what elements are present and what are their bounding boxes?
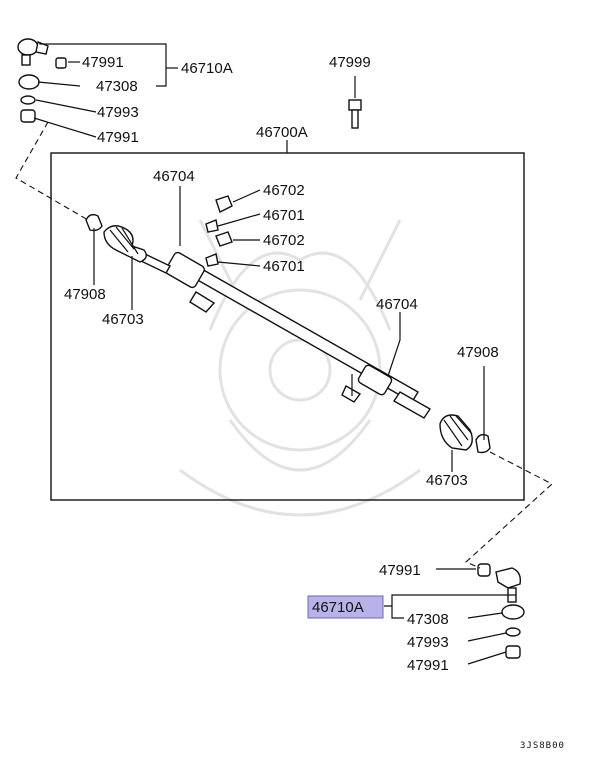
washer-bottom-right-47308[interactable]	[501, 604, 525, 620]
nut-top-left-47991[interactable]	[55, 57, 67, 69]
washer-bottom-right-47993[interactable]	[505, 627, 521, 637]
label-46700a[interactable]: 46700A	[256, 124, 308, 141]
dash-left	[15, 121, 89, 221]
label-47991-bottom-right[interactable]: 47991	[379, 562, 421, 579]
leader-lines	[33, 42, 516, 665]
tie-rod-end-top-left[interactable]	[17, 38, 49, 66]
label-46704-right[interactable]: 46704	[376, 296, 418, 313]
boot-right-46703[interactable]	[439, 414, 473, 451]
label-46710a-bottom[interactable]: 46710A	[312, 599, 364, 616]
label-46703-right[interactable]: 46703	[426, 472, 468, 489]
rack-housing[interactable]	[140, 251, 431, 419]
label-47908-right[interactable]: 47908	[457, 344, 499, 361]
washer-top-left-47308[interactable]	[18, 74, 40, 90]
label-47991-top-left[interactable]: 47991	[82, 54, 124, 71]
tie-rod-end-bottom-right[interactable]	[495, 567, 522, 603]
label-47993-bottom-right[interactable]: 47993	[407, 634, 449, 651]
label-47991-top-left-2[interactable]: 47991	[97, 129, 139, 146]
nut-top-left2-47991[interactable]	[20, 109, 36, 123]
label-47993-top-left[interactable]: 47993	[97, 104, 139, 121]
watermark-emblem	[179, 219, 421, 517]
label-46702-a[interactable]: 46702	[263, 182, 305, 199]
fitting-46702-a[interactable]	[215, 195, 233, 213]
dash-right	[464, 451, 553, 569]
label-47999[interactable]: 47999	[329, 54, 371, 71]
washer-top-left-47993[interactable]	[20, 95, 36, 105]
label-46702-b[interactable]: 46702	[263, 232, 305, 249]
label-47991-bottom-right-2[interactable]: 47991	[407, 657, 449, 674]
fitting-46701-a[interactable]	[205, 219, 219, 233]
clamp-left-47908[interactable]	[85, 213, 103, 232]
clamp-right-47908[interactable]	[475, 433, 491, 454]
label-47308-bottom-right[interactable]: 47308	[407, 611, 449, 628]
nut-bottom-right-47991[interactable]	[477, 563, 491, 577]
fitting-46702-b[interactable]	[215, 231, 233, 247]
fitting-46701-b[interactable]	[205, 253, 219, 267]
highlight-46710a	[307, 595, 384, 619]
label-47908-left[interactable]: 47908	[64, 286, 106, 303]
bolt-47999[interactable]	[348, 99, 362, 129]
label-46703-left[interactable]: 46703	[102, 311, 144, 328]
label-46701-b[interactable]: 46701	[263, 258, 305, 275]
nut-bottom-right2-47991[interactable]	[505, 645, 521, 659]
label-47308-top-left[interactable]: 47308	[96, 78, 138, 95]
diagram-code: 3JS8B00	[520, 741, 565, 751]
label-46701-a[interactable]: 46701	[263, 207, 305, 224]
boot-left-46703[interactable]	[103, 225, 147, 263]
label-46704-left[interactable]: 46704	[153, 168, 195, 185]
label-46710a-top[interactable]: 46710A	[181, 60, 233, 77]
